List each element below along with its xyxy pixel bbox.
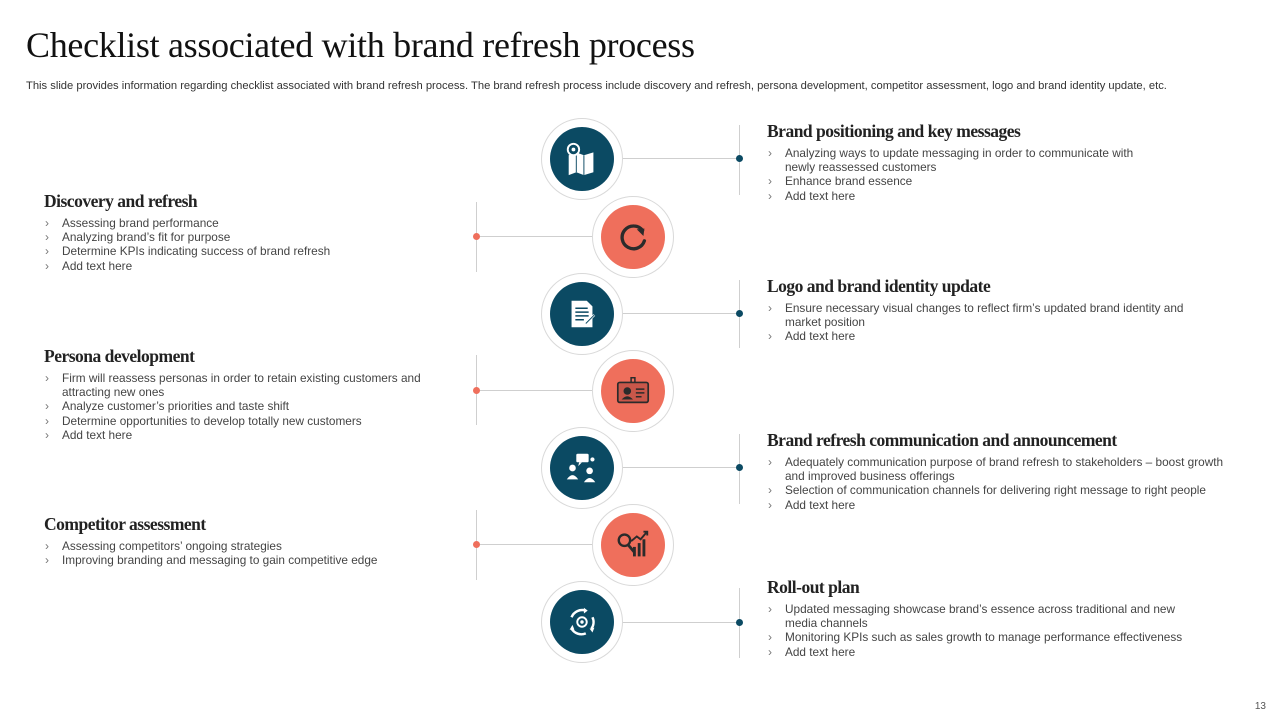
bullet-item: Determine opportunities to develop total… bbox=[44, 414, 454, 428]
step-3-circle bbox=[550, 282, 614, 346]
connector-dot bbox=[473, 387, 480, 394]
rollout-cycle-icon bbox=[569, 607, 595, 636]
competitor-bullets: Assessing competitors’ ongoing strategie… bbox=[44, 539, 454, 568]
competitor-heading: Competitor assessment bbox=[44, 514, 206, 534]
step-7-ring bbox=[541, 581, 623, 663]
connector-dot bbox=[473, 541, 480, 548]
rollout-block: Roll-out plan Updated messaging showcase… bbox=[767, 577, 1207, 659]
bullet-item: Analyze customer’s priorities and taste … bbox=[44, 399, 454, 413]
connector-hline bbox=[476, 544, 592, 545]
step-2-ring bbox=[592, 196, 674, 278]
bullet-item: Analyzing brand’s fit for purpose bbox=[44, 230, 454, 244]
step-3-ring bbox=[541, 273, 623, 355]
step-7-circle bbox=[550, 590, 614, 654]
communication-block: Brand refresh communication and announce… bbox=[767, 430, 1237, 512]
rollout-heading: Roll-out plan bbox=[767, 577, 860, 597]
bullet-item: Assessing competitors’ ongoing strategie… bbox=[44, 539, 454, 553]
discovery-block: Discovery and refresh Assessing brand pe… bbox=[44, 191, 454, 273]
team-communication-icon bbox=[566, 453, 596, 483]
logo-identity-bullets: Ensure necessary visual changes to refle… bbox=[767, 301, 1207, 344]
connector-hline bbox=[622, 467, 740, 468]
bullet-item: Add text here bbox=[767, 645, 1207, 659]
bullet-item: Enhance brand essence bbox=[767, 174, 1137, 188]
step-5-ring bbox=[541, 427, 623, 509]
refresh-icon bbox=[620, 224, 647, 251]
connector-dot bbox=[736, 464, 743, 471]
persona-bullets: Firm will reassess personas in order to … bbox=[44, 371, 454, 442]
bullet-item: Add text here bbox=[44, 428, 454, 442]
bullet-item: Analyzing ways to update messaging in or… bbox=[767, 146, 1137, 174]
rollout-bullets: Updated messaging showcase brand’s essen… bbox=[767, 602, 1207, 659]
discovery-bullets: Assessing brand performance Analyzing br… bbox=[44, 216, 454, 273]
bullet-item: Ensure necessary visual changes to refle… bbox=[767, 301, 1207, 329]
step-5-circle bbox=[550, 436, 614, 500]
page-number: 13 bbox=[1254, 701, 1266, 712]
map-pin-icon bbox=[566, 142, 594, 176]
bullet-item: Add text here bbox=[767, 329, 1207, 343]
connector-dot bbox=[736, 619, 743, 626]
bullet-item: Updated messaging showcase brand’s essen… bbox=[767, 602, 1207, 630]
positioning-block: Brand positioning and key messages Analy… bbox=[767, 121, 1137, 203]
analytics-icon bbox=[617, 530, 649, 557]
communication-bullets: Adequately communication purpose of bran… bbox=[767, 455, 1237, 512]
connector-hline bbox=[476, 390, 592, 391]
bullet-item: Determine KPIs indicating success of bra… bbox=[44, 244, 454, 258]
positioning-bullets: Analyzing ways to update messaging in or… bbox=[767, 146, 1137, 203]
competitor-block: Competitor assessment Assessing competit… bbox=[44, 514, 454, 568]
bullet-item: Monitoring KPIs such as sales growth to … bbox=[767, 630, 1207, 644]
connector-dot bbox=[473, 233, 480, 240]
step-6-circle bbox=[601, 513, 665, 577]
bullet-item: Add text here bbox=[767, 189, 1137, 203]
connector-dot bbox=[736, 155, 743, 162]
step-4-circle bbox=[601, 359, 665, 423]
document-icon bbox=[571, 300, 596, 328]
step-2-circle bbox=[601, 205, 665, 269]
bullet-item: Add text here bbox=[44, 259, 454, 273]
persona-block: Persona development Firm will reassess p… bbox=[44, 346, 454, 442]
persona-heading: Persona development bbox=[44, 346, 195, 366]
id-card-icon bbox=[616, 376, 650, 404]
bullet-item: Selection of communication channels for … bbox=[767, 483, 1237, 497]
bullet-item: Adequately communication purpose of bran… bbox=[767, 455, 1237, 483]
step-1-ring bbox=[541, 118, 623, 200]
slide-subtitle: This slide provides information regardin… bbox=[26, 80, 1167, 92]
bullet-item: Firm will reassess personas in order to … bbox=[44, 371, 454, 399]
bullet-item: Assessing brand performance bbox=[44, 216, 454, 230]
bullet-item: Improving branding and messaging to gain… bbox=[44, 553, 454, 567]
connector-hline bbox=[622, 622, 740, 623]
logo-identity-block: Logo and brand identity update Ensure ne… bbox=[767, 276, 1207, 344]
discovery-heading: Discovery and refresh bbox=[44, 191, 198, 211]
bullet-item: Add text here bbox=[767, 498, 1237, 512]
connector-hline bbox=[622, 158, 740, 159]
slide-title: Checklist associated with brand refresh … bbox=[26, 25, 695, 65]
connector-hline bbox=[476, 236, 592, 237]
step-1-circle bbox=[550, 127, 614, 191]
connector-hline bbox=[622, 313, 740, 314]
communication-heading: Brand refresh communication and announce… bbox=[767, 430, 1117, 450]
connector-dot bbox=[736, 310, 743, 317]
step-4-ring bbox=[592, 350, 674, 432]
logo-identity-heading: Logo and brand identity update bbox=[767, 276, 991, 296]
step-6-ring bbox=[592, 504, 674, 586]
positioning-heading: Brand positioning and key messages bbox=[767, 121, 1021, 141]
